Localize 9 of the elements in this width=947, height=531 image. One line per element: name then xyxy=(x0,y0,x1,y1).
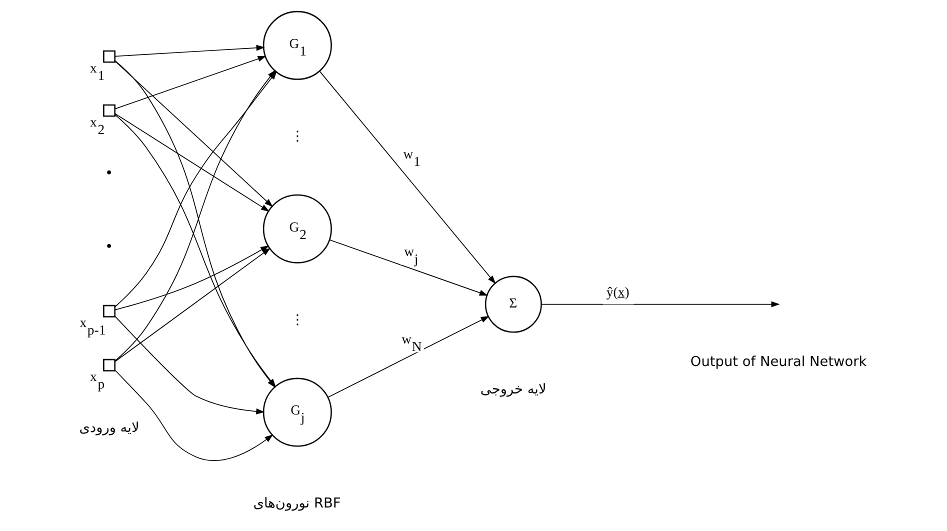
edge-label: ŷ(x̲) xyxy=(606,284,629,300)
label: • xyxy=(104,238,113,255)
label: Output of Neural Network xyxy=(690,354,866,370)
label: لایه ورودی xyxy=(78,420,139,436)
label: ⋮ xyxy=(290,312,304,328)
label: ⋮ xyxy=(290,128,304,144)
label: لایه خروجی xyxy=(480,381,546,398)
label: نورون‌های RBF xyxy=(252,495,340,512)
label: • xyxy=(104,165,113,182)
